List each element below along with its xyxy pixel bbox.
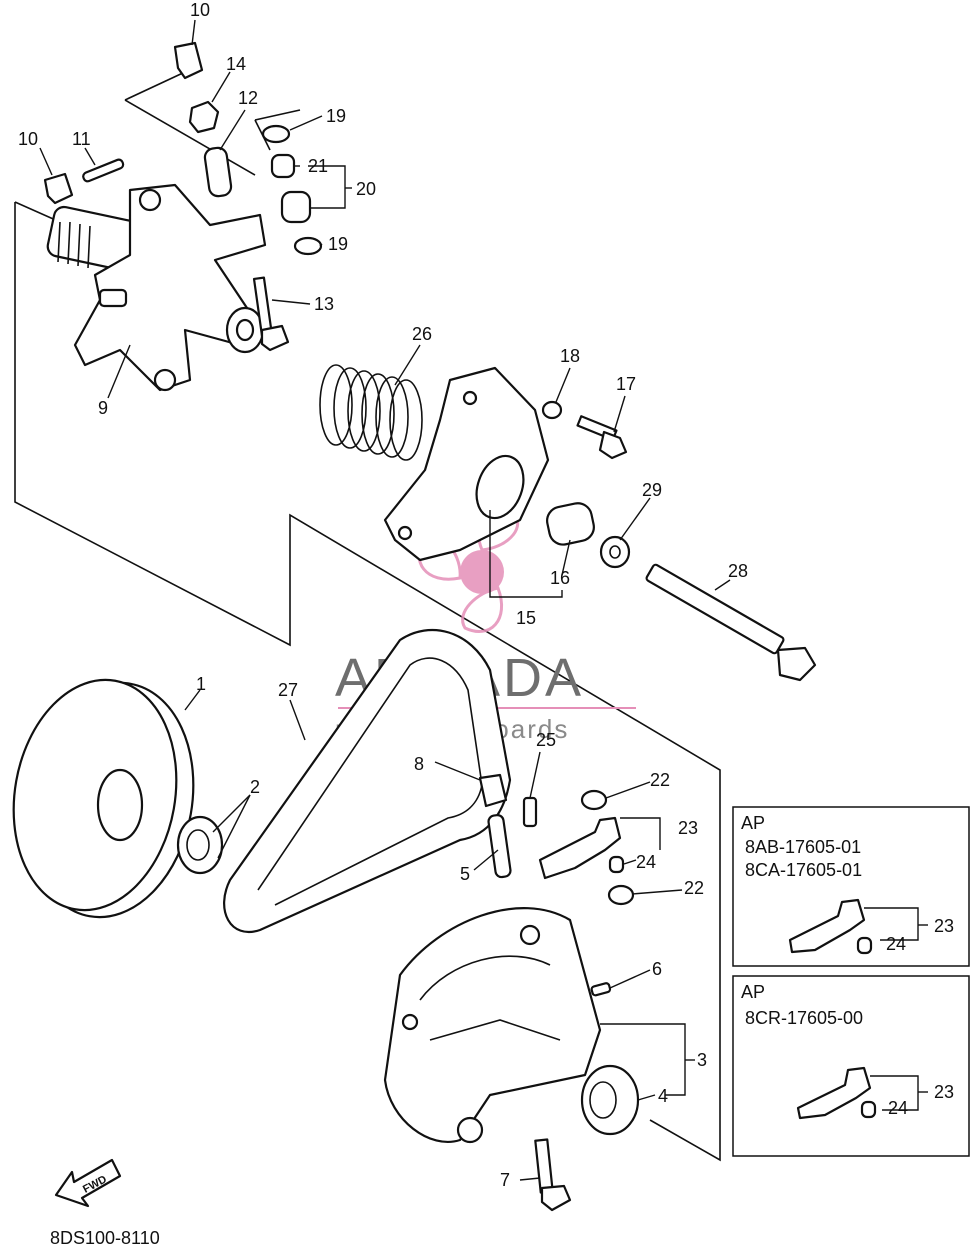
part-29-washer [599, 535, 631, 569]
part-3-secondary-sheave [383, 907, 602, 1144]
part-23-arm [538, 816, 622, 880]
callout-10-left: 10 [18, 129, 38, 149]
callout-19-top: 19 [326, 106, 346, 126]
part-22-washer-bottom [607, 884, 635, 906]
callout-1: 1 [196, 674, 206, 694]
part-19-washer-top [261, 124, 291, 144]
part-19-washer-bottom [293, 236, 323, 256]
callout-29: 29 [642, 480, 662, 500]
part-14-nut [188, 100, 220, 134]
inset-box-1: AP 8AB-17605-01 8CA-17605-01 23 24 [732, 806, 970, 967]
callout-24: 24 [636, 852, 656, 872]
callout-2: 2 [250, 777, 260, 797]
callout-11: 11 [72, 129, 91, 149]
inset-2-callout-24: 24 [888, 1098, 908, 1118]
part-18-nut [541, 400, 563, 420]
callout-5: 5 [460, 864, 470, 884]
part-28-long-bolt [645, 563, 817, 682]
part-5-pin [487, 814, 512, 879]
inset-1-callout-23: 23 [934, 916, 954, 936]
callout-4: 4 [658, 1086, 668, 1106]
part-20-bushing [280, 190, 312, 224]
callout-25: 25 [536, 730, 556, 750]
callout-13: 13 [314, 294, 334, 314]
fwd-arrow-icon: FWD [54, 1158, 122, 1208]
part-26-spring [319, 364, 423, 461]
part-21-bushing [270, 153, 296, 179]
inset-1-callout-24: 24 [886, 934, 906, 954]
inset-1-part-number-b: 8CA-17605-01 [745, 860, 862, 880]
callout-7: 7 [500, 1170, 510, 1190]
callout-19-bottom: 19 [328, 234, 348, 254]
part-10-clip-top [173, 41, 204, 80]
callout-10-top: 10 [190, 0, 210, 20]
inset-2-heading: AP [741, 982, 765, 1002]
part-7-bolt [534, 1138, 572, 1212]
part-25-screw [522, 796, 538, 828]
leader-lines [39, 19, 731, 1181]
inset-1-heading: AP [741, 813, 765, 833]
callout-27: 27 [278, 680, 298, 700]
callout-26: 26 [412, 324, 432, 344]
callout-12: 12 [238, 88, 258, 108]
part-8-bushing [478, 773, 508, 808]
callout-22-top: 22 [650, 770, 670, 790]
callout-15: 15 [516, 608, 536, 628]
callout-9: 9 [98, 398, 108, 418]
part-6-screw [590, 982, 612, 997]
part-13-bolt [252, 276, 290, 352]
part-2-seal [176, 815, 224, 875]
callout-20: 20 [356, 179, 376, 199]
callout-labels: 10 14 12 10 11 19 21 20 19 13 9 26 18 17… [18, 0, 748, 1190]
part-11-pin [82, 158, 125, 183]
drawing-code: 8DS100-8110 [50, 1228, 160, 1246]
inset-2-part-number: 8CR-17605-00 [745, 1008, 863, 1028]
callout-18: 18 [560, 346, 580, 366]
part-16-collar [546, 502, 595, 546]
part-12-sleeve [203, 146, 233, 198]
inset-2-callout-23: 23 [934, 1082, 954, 1102]
part-10-clip-left [43, 172, 74, 205]
part-27-belt [223, 628, 512, 933]
callout-14: 14 [226, 54, 246, 74]
part-9-housing [46, 183, 267, 392]
callout-3: 3 [697, 1050, 707, 1070]
inset-box-2: AP 8CR-17605-00 23 24 [732, 975, 970, 1157]
part-22-washer-top [580, 789, 608, 811]
inset-1-part-number-a: 8AB-17605-01 [745, 837, 861, 857]
callout-8: 8 [414, 754, 424, 774]
callout-21: 21 [308, 156, 328, 176]
part-17-bolt [576, 415, 628, 460]
watermark-propeller-logo [417, 508, 520, 634]
callout-6: 6 [652, 959, 662, 979]
part-24-roller [608, 855, 625, 874]
callout-22-bottom: 22 [684, 878, 704, 898]
callout-23: 23 [678, 818, 698, 838]
callout-16: 16 [550, 568, 570, 588]
callout-28: 28 [728, 561, 748, 581]
part-1-sheave [12, 678, 195, 919]
part-15-cover [383, 366, 550, 562]
callout-17: 17 [616, 374, 636, 394]
